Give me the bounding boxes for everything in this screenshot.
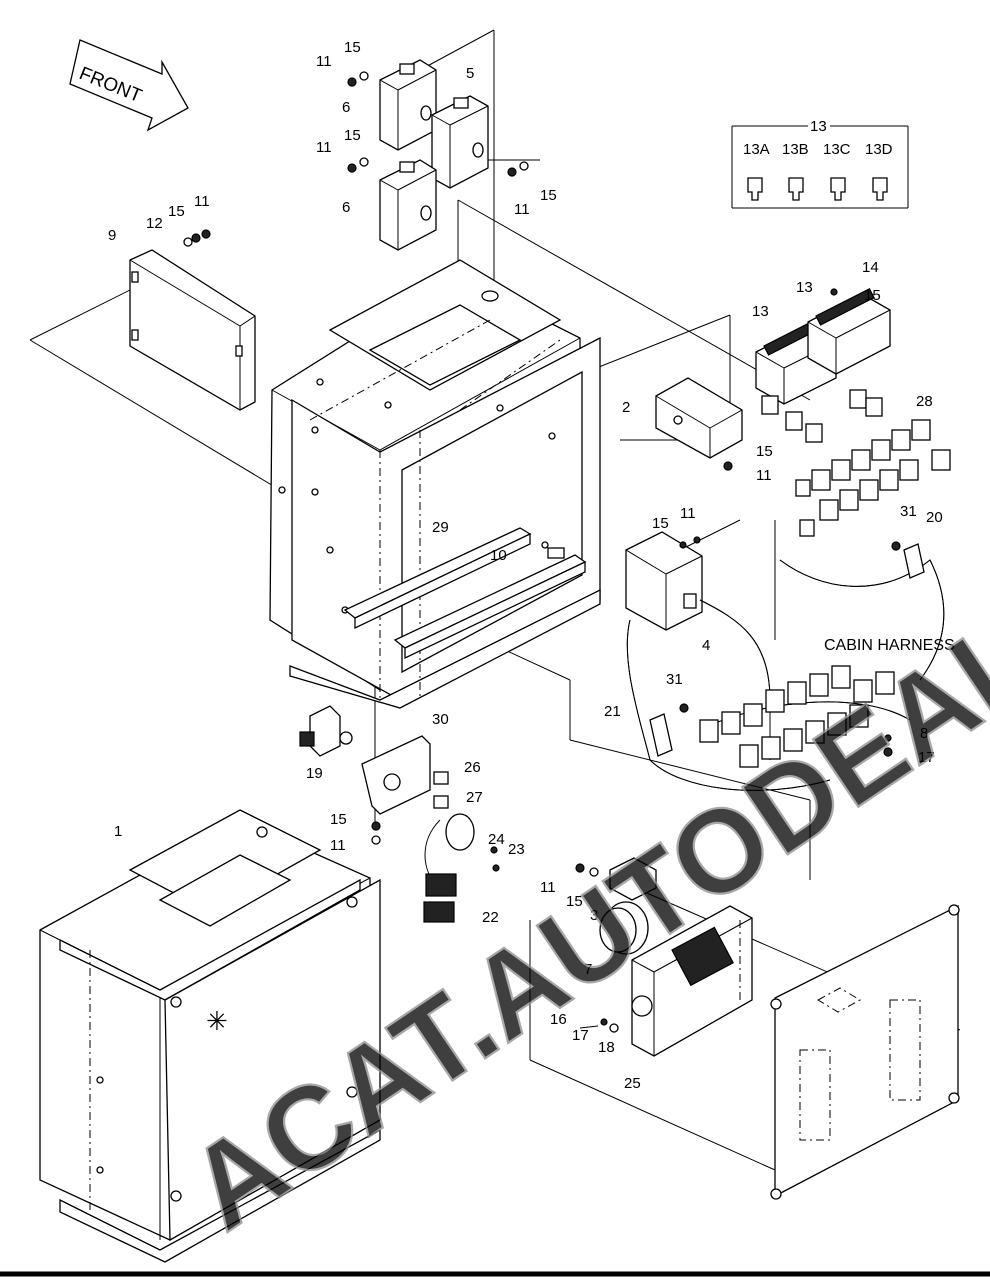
front-direction-arrow: FRONT [69,39,189,132]
fuse-13a-icon [747,177,763,201]
snowflake-icon: ✳ [206,1007,228,1037]
main-box-1-lower: ✳ [39,809,381,1263]
callout: 3 [590,907,598,924]
callout: 1 [114,823,122,840]
relay-6-lower [379,159,437,251]
callout: 15 [566,893,583,910]
svg-text:✳: ✳ [206,1007,228,1037]
cabin-harness-label: CABIN HARNESS [824,637,955,654]
callout: 15 [652,515,669,532]
callout: 11 [514,201,530,218]
fuse-legend-box: 13 13A 13B 13C 13D [731,118,909,209]
callout: 28 [916,393,933,410]
fuse-13c-icon [830,177,846,201]
callout: 4 [702,637,710,654]
relay-3 [575,857,657,901]
fuse-13d-icon [872,177,888,201]
callout-numbers: 15 11 6 5 15 11 6 11 15 12 15 11 9 14 13… [108,39,943,1092]
fuse-13c-label: 13C [823,141,851,158]
fuse-group-label: 13 [810,118,827,135]
callout: 22 [482,909,499,926]
switch-19 [299,705,353,757]
callout: 11 [680,505,696,522]
callout: 24 [488,831,505,848]
relay-bolts [183,71,529,247]
callout: 14 [862,259,879,276]
module-4 [625,531,703,631]
buzzer-22 [371,813,500,923]
callout: 6 [342,99,350,116]
bracket-30 [361,735,449,815]
cabin-harness-connectors [699,665,895,768]
callout: 26 [464,759,481,776]
fuse-13d-label: 13D [865,141,893,158]
din-rail-29 [343,527,532,630]
callout: 5 [466,65,474,82]
callout: 11 [194,193,210,210]
callout: 11 [330,837,346,854]
callout: 13 [796,279,813,296]
callout: 13 [752,303,769,320]
box-holes [278,378,556,614]
fuse-box-13-right [807,287,891,375]
callout: 15 [864,287,881,304]
callout: 21 [604,703,621,720]
relay-bank-28 [795,419,951,537]
callout: 11 [316,53,332,70]
callout: 6 [342,199,350,216]
dial-7 [599,901,649,955]
callout: 16 [550,1011,567,1028]
callout: 11 [316,139,332,156]
harness-clamps [649,541,925,757]
callout: 15 [344,39,361,56]
fuse-legend-items: 13A 13B 13C 13D [743,141,893,201]
callout: 31 [900,503,917,520]
callout: 2 [622,399,630,416]
fuse-box-connectors [761,389,883,443]
callout: 17 [918,749,935,766]
callout: 30 [432,711,449,728]
controller-2 [655,377,743,471]
cover-plate-9 [129,249,256,411]
fuse-13b-label: 13B [782,141,809,158]
callout: 8 [920,725,928,742]
callout: 11 [540,879,556,896]
callout: 15 [756,443,773,460]
callout: 12 [146,215,163,232]
fuse-13a-label: 13A [743,141,770,158]
din-rail-10 [393,547,587,660]
callout: 17 [572,1027,589,1044]
cover-panel-right [770,904,960,1200]
callout: 18 [598,1039,615,1056]
controller-25 [631,905,753,1057]
relay-6-upper [379,59,437,151]
relay-5 [431,95,489,189]
callout: 23 [508,841,525,858]
callout: 29 [432,519,449,536]
callout: 27 [466,789,483,806]
callout: 15 [168,203,185,220]
main-box-upper [269,259,601,709]
callout: 31 [666,671,683,688]
fuse-13b-icon [788,177,804,201]
callout: 9 [108,227,116,244]
callout: 19 [306,765,323,782]
callout: 15 [540,187,557,204]
callout: 11 [756,467,772,484]
callout: 10 [490,547,507,564]
callout: 20 [926,509,943,526]
callout: 7 [584,961,592,978]
callout: 25 [624,1075,641,1092]
callout: 15 [344,127,361,144]
mounting-bolts-16-17-18 [579,1018,619,1033]
callout: 15 [330,811,347,828]
